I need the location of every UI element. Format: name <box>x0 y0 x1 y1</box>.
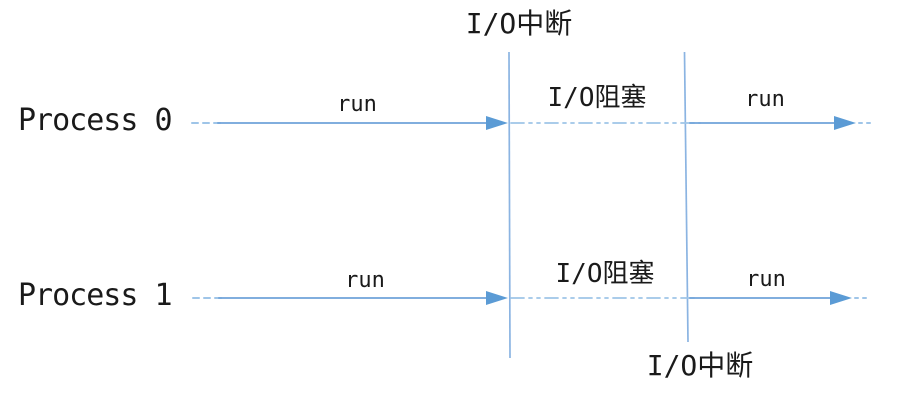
process1-run2-arrowhead <box>830 291 852 305</box>
process0-run2-label: run <box>745 87 785 112</box>
process0-run1-label: run <box>337 92 377 117</box>
process0-run1-arrowhead <box>486 116 508 130</box>
io-boundary-line-2 <box>683 51 689 343</box>
process1-run2-label: run <box>746 267 786 292</box>
process1-io-blocked-label: I/O阻塞 <box>555 259 655 289</box>
io-interrupt-label-bottom: I/O中断 <box>646 349 754 382</box>
process1-name-label: Process 1 <box>18 278 173 313</box>
io-interrupt-label-top: I/O中断 <box>465 7 573 40</box>
io-boundary-line-1 <box>508 51 511 359</box>
process0-name-label: Process 0 <box>18 103 173 138</box>
process1-run1-label: run <box>345 268 385 293</box>
process1-run1-arrowhead <box>486 291 508 305</box>
process0-io-blocked-label: I/O阻塞 <box>547 83 647 113</box>
process0-run2-arrowhead <box>834 116 856 130</box>
